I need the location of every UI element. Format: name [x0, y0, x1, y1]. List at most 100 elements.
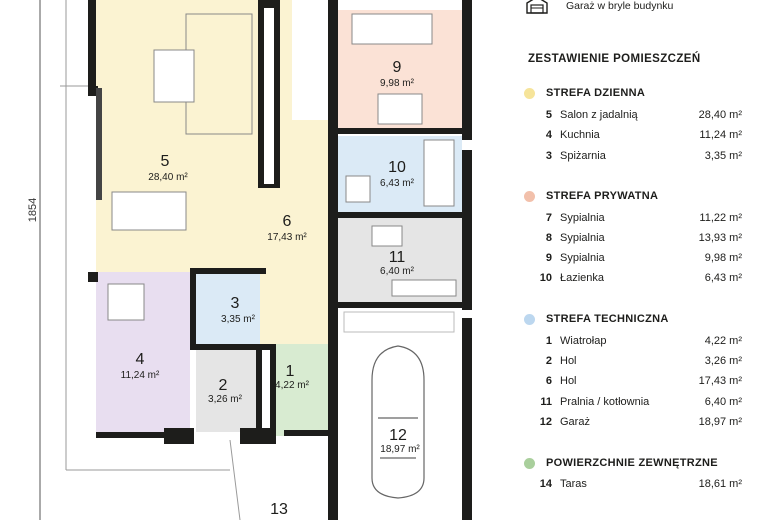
room-area: 4,22 m² [704, 335, 742, 347]
legend-row: 6 Hol 17,43 m² [538, 375, 742, 389]
room-name: Taras [560, 478, 587, 490]
room-name: Hol [560, 375, 577, 387]
room-label-number: 12 [389, 427, 407, 444]
room-number: 6 [545, 375, 552, 387]
room-area: 3,26 m² [704, 355, 742, 367]
room-number: 5 [545, 109, 552, 121]
room-area: 17,43 m² [698, 375, 742, 387]
room-label-area: 18,97 m² [380, 444, 420, 455]
zone-name: STREFA DZIENNA [546, 87, 646, 99]
room-number: 4 [545, 129, 552, 141]
room-label-area: 6,43 m² [380, 178, 415, 189]
legend-row: 3 Spiżarnia 3,35 m² [538, 150, 742, 164]
room-area: 11,22 m² [699, 212, 742, 224]
room-label-number: 3 [231, 295, 240, 312]
zone-heading: STREFA DZIENNA [524, 87, 645, 99]
zone-color-dot [524, 87, 535, 99]
room-number: 7 [545, 212, 552, 224]
room-2-fill [196, 350, 256, 432]
room-number: 3 [545, 150, 552, 162]
car-icon [371, 345, 425, 499]
legend-row: 2 Hol 3,26 m² [538, 355, 742, 369]
room-label-area: 3,26 m² [208, 394, 243, 405]
room-number: 1 [545, 335, 552, 347]
room-label-area: 17,43 m² [267, 232, 307, 243]
legend-row: 4 Kuchnia 11,24 m² [538, 129, 742, 143]
room-area: 11,24 m² [699, 129, 742, 141]
legend-row: 12 Garaż 18,97 m² [538, 416, 742, 430]
room-area: 3,35 m² [704, 150, 742, 162]
room-label-number: 1 [286, 363, 295, 380]
room-label-number: 6 [283, 213, 292, 230]
legend-title: ZESTAWIENIE POMIESZCZEŃ [528, 53, 701, 65]
garage-door-outline [343, 311, 455, 333]
room-label-number: 11 [389, 249, 406, 266]
room-area: 6,43 m² [704, 272, 742, 284]
zone-name: POWIERZCHNIE ZEWNĘTRZNE [546, 457, 718, 469]
zone-heading: STREFA TECHNICZNA [524, 313, 669, 325]
zone-color-dot [524, 313, 535, 325]
room-name: Spiżarnia [560, 150, 606, 162]
legend-row: 14 Taras 18,61 m² [538, 478, 742, 492]
room-name: Kuchnia [560, 129, 600, 141]
room-number: 9 [545, 252, 552, 264]
zone-color-dot [524, 457, 535, 469]
walls [88, 0, 472, 520]
room-schedule-legend: Garaż w bryle budynku ZESTAWIENIE POMIES… [510, 0, 768, 520]
room-name: Sypialnia [560, 212, 605, 224]
room-1-fill [276, 344, 328, 436]
room-name: Wiatrołap [560, 335, 607, 347]
room-3-fill [196, 272, 260, 344]
floor-plan: 1854 [27, 0, 472, 520]
zone-heading: STREFA PRYWATNA [524, 190, 658, 202]
room-number: 8 [545, 232, 552, 244]
room-label-area: 6,40 m² [380, 266, 415, 277]
room-12-fill [336, 308, 462, 520]
legend-row: 7 Sypialnia 11,22 m² [538, 212, 742, 226]
legend-row: 5 Salon z jadalnią 28,40 m² [538, 109, 742, 123]
room-labels: 5 28,40 m² 9 9,98 m² 10 6,43 m² 6 17,43 … [121, 59, 421, 518]
legend-row: 10 Łazienka 6,43 m² [538, 272, 742, 286]
room-number: 10 [539, 272, 552, 284]
room-area: 18,97 m² [698, 416, 742, 428]
legend-row: 11 Pralnia / kotłownia 6,40 m² [538, 396, 742, 410]
garage-note: Garaż w bryle budynku [566, 0, 674, 12]
room-label-number: 2 [219, 377, 228, 394]
room-number: 12 [539, 416, 552, 428]
room-label-area: 11,24 m² [121, 370, 160, 381]
room-area: 13,93 m² [698, 232, 742, 244]
room-label-area: 9,98 m² [380, 78, 415, 89]
legend-row: 8 Sypialnia 13,93 m² [538, 232, 742, 246]
room-name: Pralnia / kotłownia [560, 396, 650, 408]
dimension-label: 1854 [27, 198, 39, 222]
zone-name: STREFA PRYWATNA [546, 190, 659, 202]
room-label-number: 5 [161, 153, 170, 170]
legend-row: 1 Wiatrołap 4,22 m² [538, 335, 742, 349]
room-label-number: 9 [393, 59, 402, 76]
room-name: Sypialnia [560, 252, 605, 264]
room-number: 2 [545, 355, 552, 367]
legend-row: 9 Sypialnia 9,98 m² [538, 252, 742, 266]
zone-color-dot [524, 190, 535, 202]
room-name: Łazienka [560, 272, 605, 284]
furniture [107, 13, 457, 321]
garage-icon [526, 0, 548, 14]
room-name: Hol [560, 355, 577, 367]
zone-name: STREFA TECHNICZNA [546, 313, 669, 325]
room-name: Salon z jadalnią [560, 109, 638, 121]
room-label-area: 3,35 m² [221, 314, 256, 325]
room-number: 11 [540, 396, 552, 408]
room-label-area: 28,40 m² [148, 172, 188, 183]
room-name: Garaż [560, 416, 590, 428]
room-name: Sypialnia [560, 232, 605, 244]
room-label-number: 10 [388, 159, 406, 176]
room-area: 9,98 m² [704, 252, 742, 264]
room-area: 28,40 m² [698, 109, 742, 121]
room-label-number: 13 [270, 501, 288, 518]
room-label-area: 4,22 m² [275, 380, 310, 391]
zone-heading: POWIERZCHNIE ZEWNĘTRZNE [524, 457, 718, 469]
room-number: 14 [539, 478, 552, 490]
room-area: 6,40 m² [704, 396, 742, 408]
room-label-number: 4 [136, 351, 145, 368]
room-area: 18,61 m² [698, 478, 742, 490]
